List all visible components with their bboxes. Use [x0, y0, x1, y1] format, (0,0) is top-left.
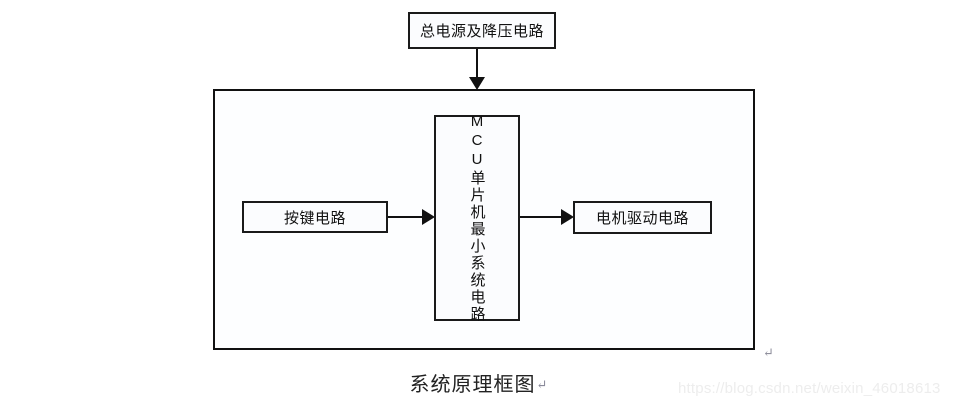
caption-paragraph-mark-icon: ↵	[536, 377, 549, 392]
node-power-supply: 总电源及降压电路	[408, 12, 556, 49]
figure-caption-text: 系统原理框图	[409, 374, 536, 396]
node-motor-driver-circuit-label: 电机驱动电路	[595, 210, 689, 227]
connector-key-to-mcu-line	[388, 216, 426, 218]
node-power-supply-label: 总电源及降压电路	[419, 23, 544, 40]
connector-mcu-to-motor-arrowhead	[561, 209, 574, 225]
figure-caption: 系统原理框图↵	[0, 368, 958, 397]
node-key-circuit-label: 按键电路	[283, 209, 346, 227]
paragraph-mark-icon: ↵	[763, 345, 774, 360]
connector-mcu-to-motor-line	[520, 216, 564, 218]
connector-power-to-system-arrowhead	[469, 77, 485, 90]
watermark-url: https://blog.csdn.net/weixin_46018613	[678, 380, 941, 397]
connector-key-to-mcu-arrowhead	[422, 209, 435, 225]
node-mcu-minimum-system-label: MCU单片机最小系统电路	[468, 113, 486, 323]
node-mcu-minimum-system: MCU单片机最小系统电路	[434, 113, 520, 323]
node-key-circuit: 按键电路	[242, 201, 388, 233]
node-motor-driver-circuit: 电机驱动电路	[573, 201, 712, 234]
connector-power-to-system-line	[476, 49, 478, 79]
